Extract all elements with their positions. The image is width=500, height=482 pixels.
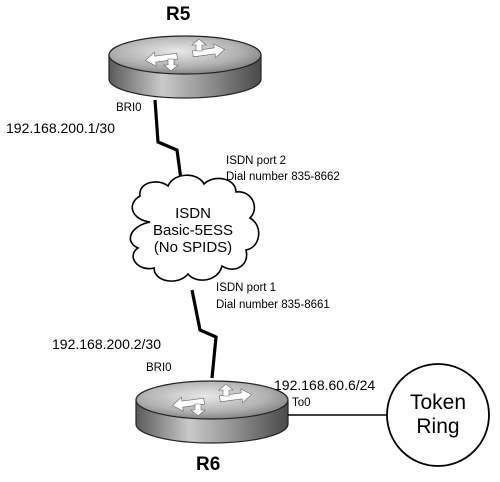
r6-lan-ip-label: 192.168.60.6/24	[274, 377, 376, 393]
isdn-port2-dial: Dial number 835-8662	[226, 171, 340, 183]
cloud-line-2: Basic-5ESS	[152, 222, 234, 239]
r5-ip-label: 192.168.200.1/30	[6, 120, 115, 136]
router-r5-name: R5	[166, 4, 191, 25]
token-ring-icon	[386, 363, 490, 467]
isdn-cloud-label: ISDN Basic-5ESS (No SPIDS)	[133, 205, 253, 256]
r5-interface-label: BRI0	[116, 102, 142, 114]
cloud-line-1: ISDN	[175, 205, 211, 222]
isdn-cloud	[129, 174, 260, 282]
r6-interface-label: BRI0	[146, 362, 172, 374]
isdn-port1-label: ISDN port 1	[216, 282, 277, 294]
r6-lan-interface-label: To0	[292, 397, 311, 409]
token-ring-line-1: Token	[409, 391, 467, 414]
router-r6-icon	[135, 380, 289, 444]
cloud-line-3: (No SPIDS)	[153, 239, 233, 256]
token-ring-line-2: Ring	[416, 415, 460, 438]
token-ring-label: Token Ring	[388, 391, 488, 439]
isdn-port2-label: ISDN port 2	[226, 155, 287, 167]
isdn-port1-dial: Dial number 835-8661	[216, 299, 330, 311]
router-r5-icon	[108, 35, 262, 99]
router-r6-name: R6	[196, 454, 221, 475]
isdn-link-r6	[190, 289, 218, 379]
isdn-link-r5	[153, 99, 184, 188]
r6-ip-label: 192.168.200.2/30	[52, 336, 161, 352]
